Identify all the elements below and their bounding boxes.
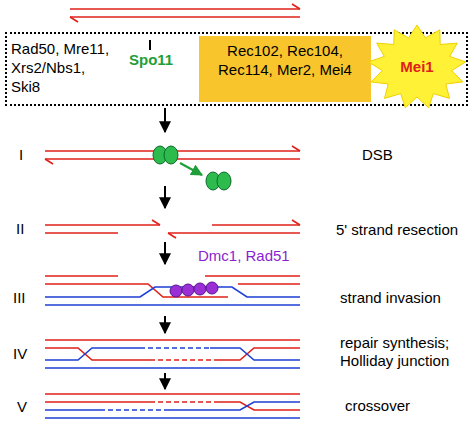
- tick-mark: [149, 40, 151, 50]
- step-number: V: [17, 398, 27, 416]
- starburst-node: Mei1: [367, 24, 467, 110]
- resected-duplex: [45, 220, 300, 238]
- step-number: IV: [13, 345, 27, 363]
- protein-name: Mei1: [367, 57, 467, 76]
- complex-box: Rec102, Rec104, Rec114, Mer2, Mei4: [199, 36, 371, 102]
- dmc1-rad51-filament: [170, 282, 218, 297]
- protein-label: Dmc1, Rad51: [198, 247, 290, 265]
- spo11-protein: [153, 146, 231, 190]
- step-label: 5' strand resection: [336, 221, 458, 239]
- step-label: strand invasion: [340, 289, 441, 307]
- release-arrow: [180, 163, 202, 175]
- protein-list: Rad50, Mre11, Xrs2/Nbs1, Ski8: [11, 39, 113, 96]
- crossover-strands: [45, 394, 300, 418]
- dsb-duplex: [45, 146, 300, 164]
- holliday-junction-strands: [45, 340, 300, 368]
- step-label: crossover: [345, 397, 410, 415]
- invasion-strands: [45, 276, 300, 305]
- dna-duplex-top: [70, 4, 300, 22]
- step-label: repair synthesis; Holliday junction: [340, 334, 465, 370]
- protein-group-box: Rad50, Mre11, Xrs2/Nbs1, Ski8 Spo11 Rec102…: [5, 32, 468, 106]
- step-label: DSB: [362, 146, 393, 164]
- protein-list: Rec102, Rec104, Rec114, Mer2, Mei4: [207, 41, 363, 79]
- step-number: I: [19, 146, 23, 164]
- protein-name: Spo11: [129, 50, 189, 69]
- step-number: II: [16, 220, 24, 238]
- step-number: III: [13, 289, 26, 307]
